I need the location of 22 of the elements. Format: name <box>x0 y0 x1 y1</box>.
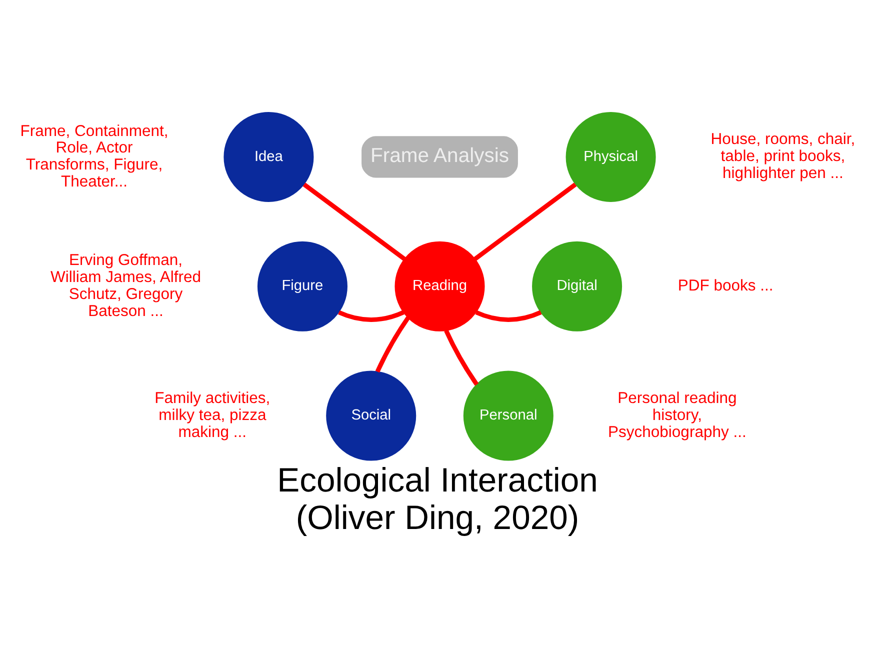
node-circle: Idea <box>224 112 314 202</box>
caption: (Oliver Ding, 2020) <box>296 498 580 537</box>
node-circle: Physical <box>566 112 656 202</box>
connector <box>444 330 479 386</box>
node-circle: Reading <box>394 241 485 332</box>
node-label: House, rooms, chair, table, print books, highlighter pen ... <box>710 131 856 182</box>
connector <box>475 310 542 322</box>
node-circle: Social <box>326 370 416 461</box>
node-circle: Digital <box>532 241 622 332</box>
diagram-title: Ecological Interaction <box>277 462 598 500</box>
connector <box>338 310 404 322</box>
node-label: Erving Goffman, William James, Alfred Schutz, Gregory Bateson ... <box>50 252 202 320</box>
node-label: Personal reading history, Psychobiography ... <box>608 390 746 441</box>
connector <box>474 182 577 261</box>
connector <box>375 316 410 373</box>
node-label: Family activities, milky tea, pizza making ... <box>154 390 270 441</box>
node-label: PDF books ... <box>678 278 774 295</box>
node-box: Frame Analysis <box>362 136 518 178</box>
node-label: Frame, Containment, Role, Actor Transforms, Figure, Theater... <box>20 122 168 190</box>
node-circle: Personal <box>463 370 554 461</box>
node-circle: Figure <box>257 241 348 332</box>
connector <box>302 182 406 261</box>
